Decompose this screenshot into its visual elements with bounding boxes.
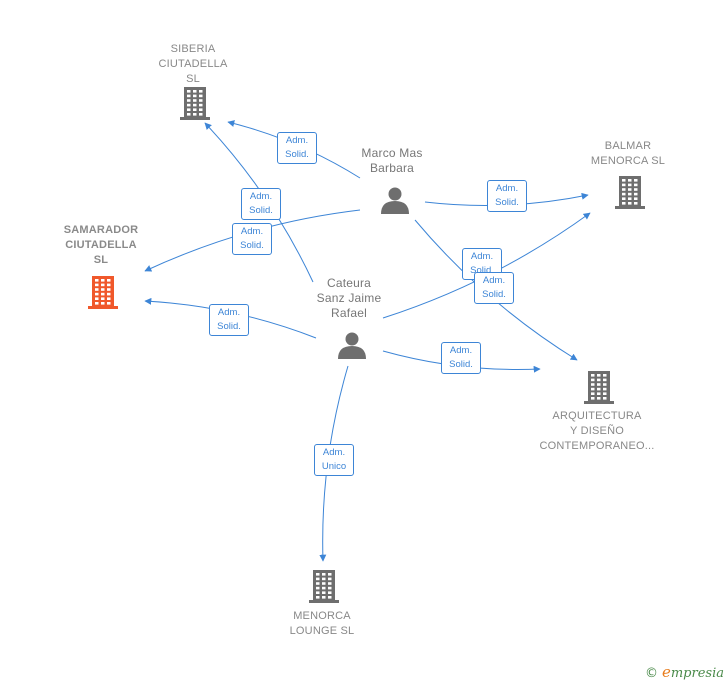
edge-label-cateura-siberia[interactable]: Adm. Solid. [241,188,281,220]
copyright-symbol: © [644,666,658,681]
building-icon-samarador[interactable] [88,276,118,309]
node-label-menorca[interactable]: MENORCA LOUNGE SL [289,610,355,637]
building-icon-menorca[interactable] [309,570,339,603]
node-label-cateura[interactable]: Cateura Sanz Jaime Rafael [316,276,382,320]
node-label-marco[interactable]: Marco Mas Barbara [361,146,423,175]
edge-label-marco-samarador[interactable]: Adm. Solid. [232,223,272,255]
edge-label-cateura-menorca[interactable]: Adm. Unico [314,444,354,476]
building-icon-siberia[interactable] [180,87,210,120]
brand-initial: e [661,663,671,681]
brand-name: mpresia [670,666,724,681]
node-label-siberia[interactable]: SIBERIA CIUTADELLA SL [158,43,228,85]
edge-label-marco-balmar[interactable]: Adm. Solid. [487,180,527,212]
person-icon-cateura[interactable] [338,332,366,360]
building-icon-arquitectura[interactable] [584,371,614,404]
edge-label-marco-siberia[interactable]: Adm. Solid. [277,132,317,164]
brand-logo[interactable]: ©empresia [645,663,724,681]
edge-label-cateura-balmar[interactable]: Adm. Solid. [474,272,514,304]
building-icon-balmar[interactable] [615,176,645,209]
edge-label-cateura-arquitectura[interactable]: Adm. Solid. [441,342,481,374]
node-label-arquitectura[interactable]: ARQUITECTURA Y DISEÑO CONTEMPORANEO... [539,410,655,452]
node-label-balmar[interactable]: BALMAR MENORCA SL [590,140,666,167]
person-icon-marco[interactable] [381,187,409,215]
node-label-samarador[interactable]: SAMARADOR CIUTADELLA SL [63,224,139,266]
edge-label-cateura-samarador[interactable]: Adm. Solid. [209,304,249,336]
